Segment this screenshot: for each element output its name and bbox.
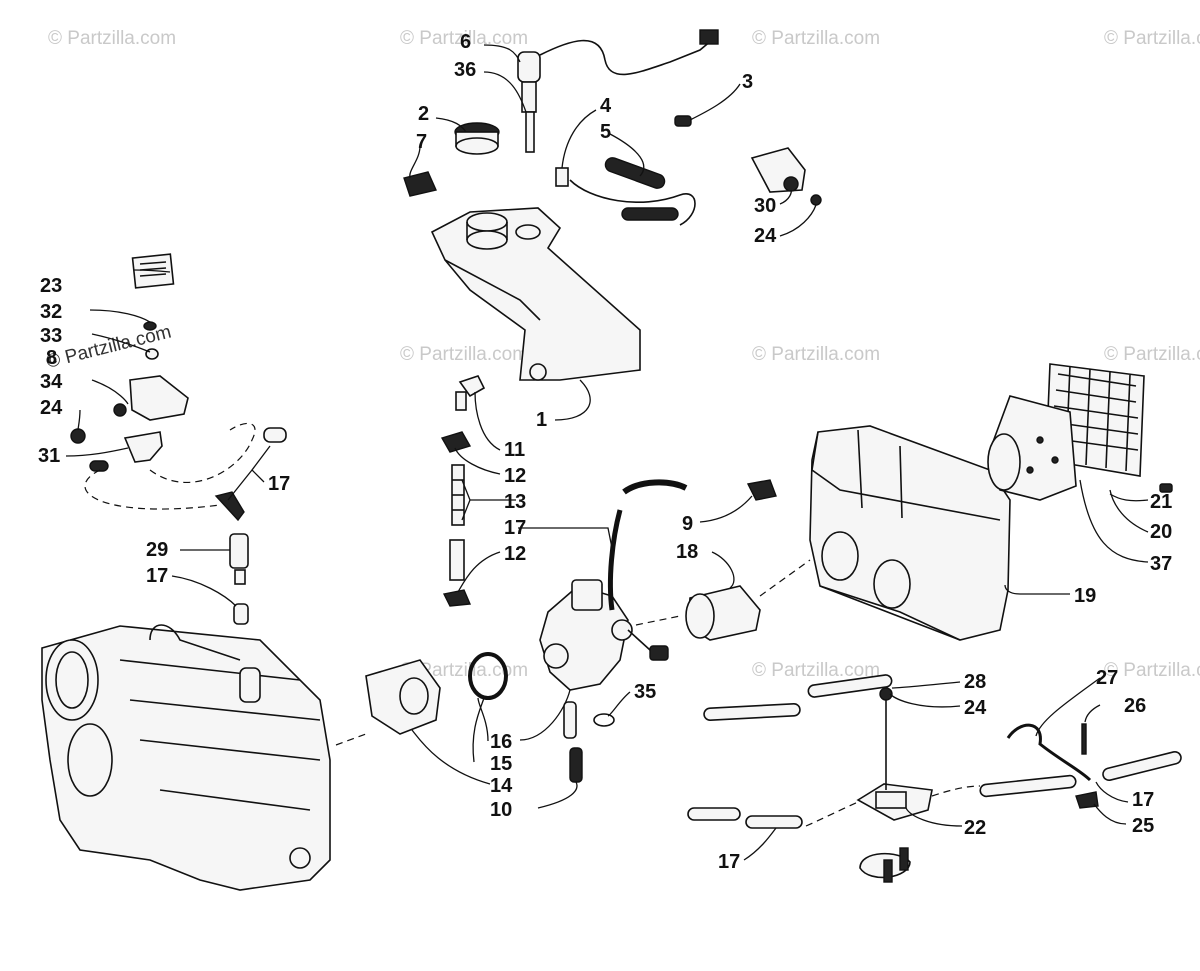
callout-10[interactable]: 10 [490,799,512,821]
callout-17[interactable]: 17 [268,473,290,495]
callout-12[interactable]: 12 [504,543,526,565]
leader-lines [65,44,1149,861]
callout-4[interactable]: 4 [600,95,612,117]
callout-13[interactable]: 13 [504,491,526,513]
callout-12[interactable]: 12 [504,465,526,487]
watermark: © Partzilla.com [48,28,176,49]
silencer-boot [685,559,811,641]
engine [41,624,367,891]
fuel-line-assembly [440,375,486,607]
fuel-gauge-sender [517,29,719,153]
hose-clip [746,479,777,501]
callout-17[interactable]: 17 [146,565,168,587]
pump-hoses [687,674,1182,829]
callout-19[interactable]: 19 [1074,585,1096,607]
watermark: © Partzilla.com [400,344,528,365]
callout-23[interactable]: 23 [40,275,62,297]
fuel-tank [430,207,641,381]
callout-6[interactable]: 6 [460,31,471,53]
callout-11[interactable]: 11 [504,439,525,461]
callout-20[interactable]: 20 [1150,521,1172,543]
fuel-filter-bracket [70,253,287,510]
callout-2[interactable]: 2 [418,103,429,125]
callout-35[interactable]: 35 [634,681,656,703]
callout-7[interactable]: 7 [416,131,427,153]
watermark: © Partzilla.com [752,660,880,681]
callout-37[interactable]: 37 [1150,553,1172,575]
callout-24[interactable]: 24 [40,397,63,419]
watermark: © Partzilla.com [752,28,880,49]
callout-21[interactable]: 21 [1150,491,1172,513]
callout-29[interactable]: 29 [146,539,168,561]
callout-24[interactable]: 24 [754,225,777,247]
mount-bracket [674,115,822,206]
callout-28[interactable]: 28 [964,671,986,693]
callout-3[interactable]: 3 [742,71,753,93]
callout-31[interactable]: 31 [38,445,60,467]
vent-fitting [555,157,696,226]
callout-17[interactable]: 17 [1132,789,1154,811]
callout-33[interactable]: 33 [40,325,62,347]
watermark: © Partzilla.com [1104,660,1200,681]
intake-screen [987,363,1173,501]
callout-14[interactable]: 14 [490,775,513,797]
callout-32[interactable]: 32 [40,301,62,323]
callout-36[interactable]: 36 [454,59,476,81]
inline-fuel-filter [214,491,249,625]
watermark: © Partzilla.com [1104,28,1200,49]
carburetor [539,579,681,691]
callout-18[interactable]: 18 [676,541,698,563]
callout-9[interactable]: 9 [682,513,693,535]
callout-30[interactable]: 30 [754,195,776,217]
callout-17[interactable]: 17 [718,851,740,873]
watermark: © Partzilla.com [752,344,880,365]
callout-22[interactable]: 22 [964,817,986,839]
watermark: © Partzilla.com [400,28,528,49]
callout-5[interactable]: 5 [600,121,611,143]
fuel-pump [856,687,933,883]
decal [403,171,437,197]
tie-strap [1006,723,1099,809]
callouts: 6 36 2 7 4 5 3 30 24 23 32 33 8 34 24 31… [38,31,1172,873]
intake-silencer [809,425,1011,641]
callout-25[interactable]: 25 [1132,815,1154,837]
intake-flange [365,659,441,735]
fuel-cap [454,122,500,155]
callout-34[interactable]: 34 [40,371,63,393]
callout-17[interactable]: 17 [504,517,526,539]
callout-15[interactable]: 15 [490,753,512,775]
callout-27[interactable]: 27 [1096,667,1118,689]
drain-hose [563,701,583,783]
watermark: © Partzilla.com [1104,344,1200,365]
vent-hose [607,479,688,611]
callout-24[interactable]: 24 [964,697,987,719]
callout-16[interactable]: 16 [490,731,512,753]
spring-clip [593,713,615,727]
callout-8[interactable]: 8 [46,347,57,369]
callout-1[interactable]: 1 [536,409,547,431]
hose-clamp [468,652,508,700]
callout-26[interactable]: 26 [1124,695,1146,717]
